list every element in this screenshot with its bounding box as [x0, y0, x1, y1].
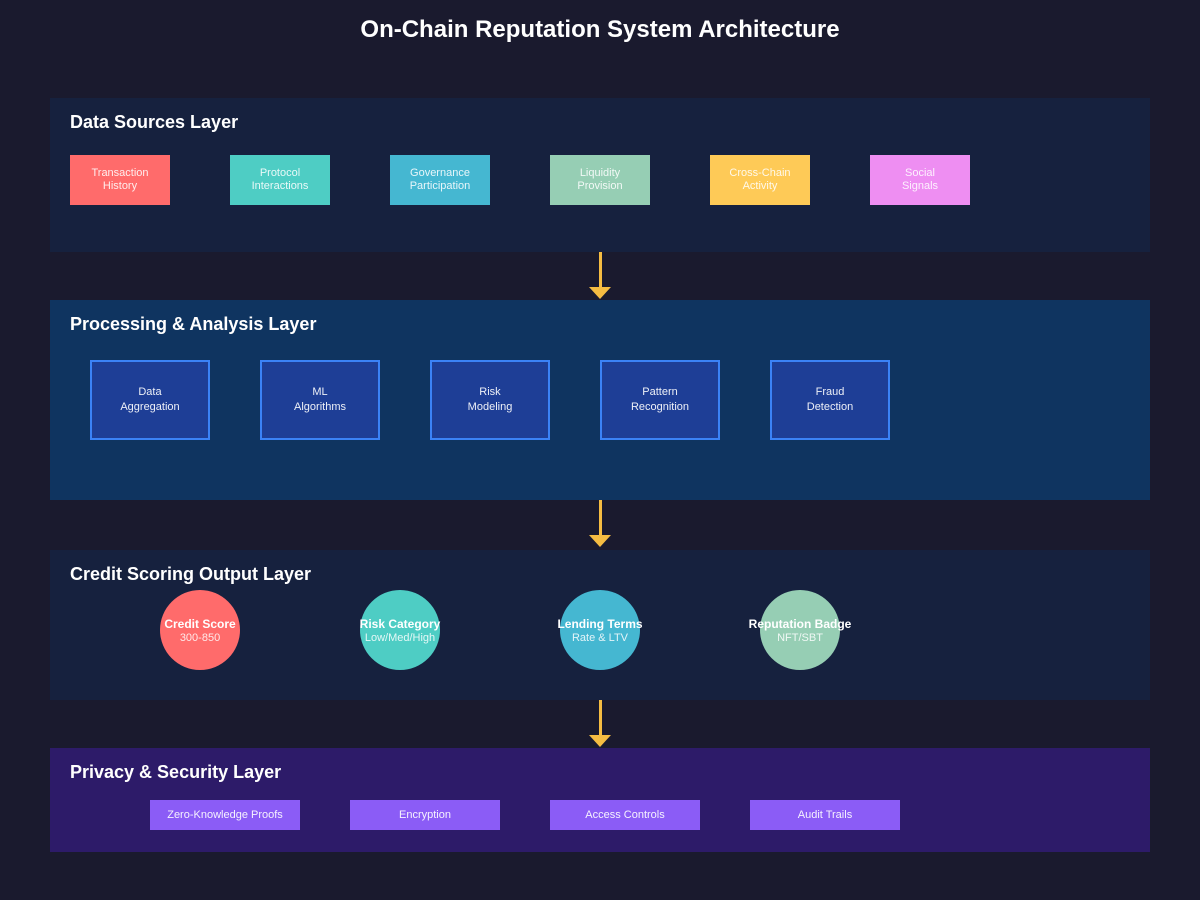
flow-arrow-down-1 — [589, 252, 611, 299]
node-data-aggregation: Data Aggregation — [90, 360, 210, 440]
layer-privacy-security: Privacy & Security Layer Zero-Knowledge … — [50, 748, 1150, 852]
node-pattern-recognition: Pattern Recognition — [600, 360, 720, 440]
node-cross-chain-activity: Cross-Chain Activity — [710, 155, 810, 205]
node-risk-modeling: Risk Modeling — [430, 360, 550, 440]
layer-credit-scoring-output: Credit Scoring Output Layer Credit Score… — [50, 550, 1150, 700]
node-social-signals: Social Signals — [870, 155, 970, 205]
layer-title-processing: Processing & Analysis Layer — [70, 314, 317, 334]
circle-subtitle: Low/Med/High — [364, 631, 436, 644]
node-credit-score: Credit Score 300-850 — [160, 590, 240, 670]
layer-title-credit-output: Credit Scoring Output Layer — [70, 564, 312, 584]
circle-title: Credit Score — [164, 616, 236, 631]
node-zero-knowledge-proofs: Zero-Knowledge Proofs — [150, 800, 300, 830]
node-risk-category: Risk Category Low/Med/High — [360, 590, 440, 670]
arrow-stem — [598, 700, 602, 735]
node-protocol-interactions: Protocol Interactions — [230, 155, 330, 205]
node-audit-trails: Audit Trails — [750, 800, 900, 830]
node-governance-participation: Governance Participation — [390, 155, 490, 205]
arrow-head-icon — [589, 287, 611, 299]
layer-title-data-sources: Data Sources Layer — [70, 112, 239, 132]
node-liquidity-provision: Liquidity Provision — [550, 155, 650, 205]
circle-subtitle: Rate & LTV — [571, 631, 629, 644]
circle-title: Lending Terms — [557, 616, 643, 631]
arrow-head-icon — [589, 735, 611, 747]
circle-subtitle: 300-850 — [179, 631, 221, 644]
node-encryption: Encryption — [350, 800, 500, 830]
node-fraud-detection: Fraud Detection — [770, 360, 890, 440]
node-reputation-badge: Reputation Badge NFT/SBT — [749, 590, 851, 670]
arrow-stem — [598, 500, 602, 535]
circle-title: Reputation Badge — [748, 616, 852, 631]
circle-title: Risk Category — [359, 616, 441, 631]
layer-title-privacy: Privacy & Security Layer — [70, 762, 282, 782]
flow-arrow-down-2 — [589, 500, 611, 547]
diagram-title: On-Chain Reputation System Architecture — [360, 16, 840, 43]
circle-subtitle: NFT/SBT — [777, 631, 823, 644]
arrow-stem — [598, 252, 602, 287]
layer-data-sources: Data Sources Layer Transaction History P… — [50, 98, 1150, 252]
flow-arrow-down-3 — [589, 700, 611, 747]
node-ml-algorithms: ML Algorithms — [260, 360, 380, 440]
node-transaction-history: Transaction History — [70, 155, 170, 205]
arrow-head-icon — [589, 535, 611, 547]
layer-processing-analysis: Processing & Analysis Layer Data Aggrega… — [50, 300, 1150, 500]
node-lending-terms: Lending Terms Rate & LTV — [557, 590, 643, 670]
node-access-controls: Access Controls — [550, 800, 700, 830]
